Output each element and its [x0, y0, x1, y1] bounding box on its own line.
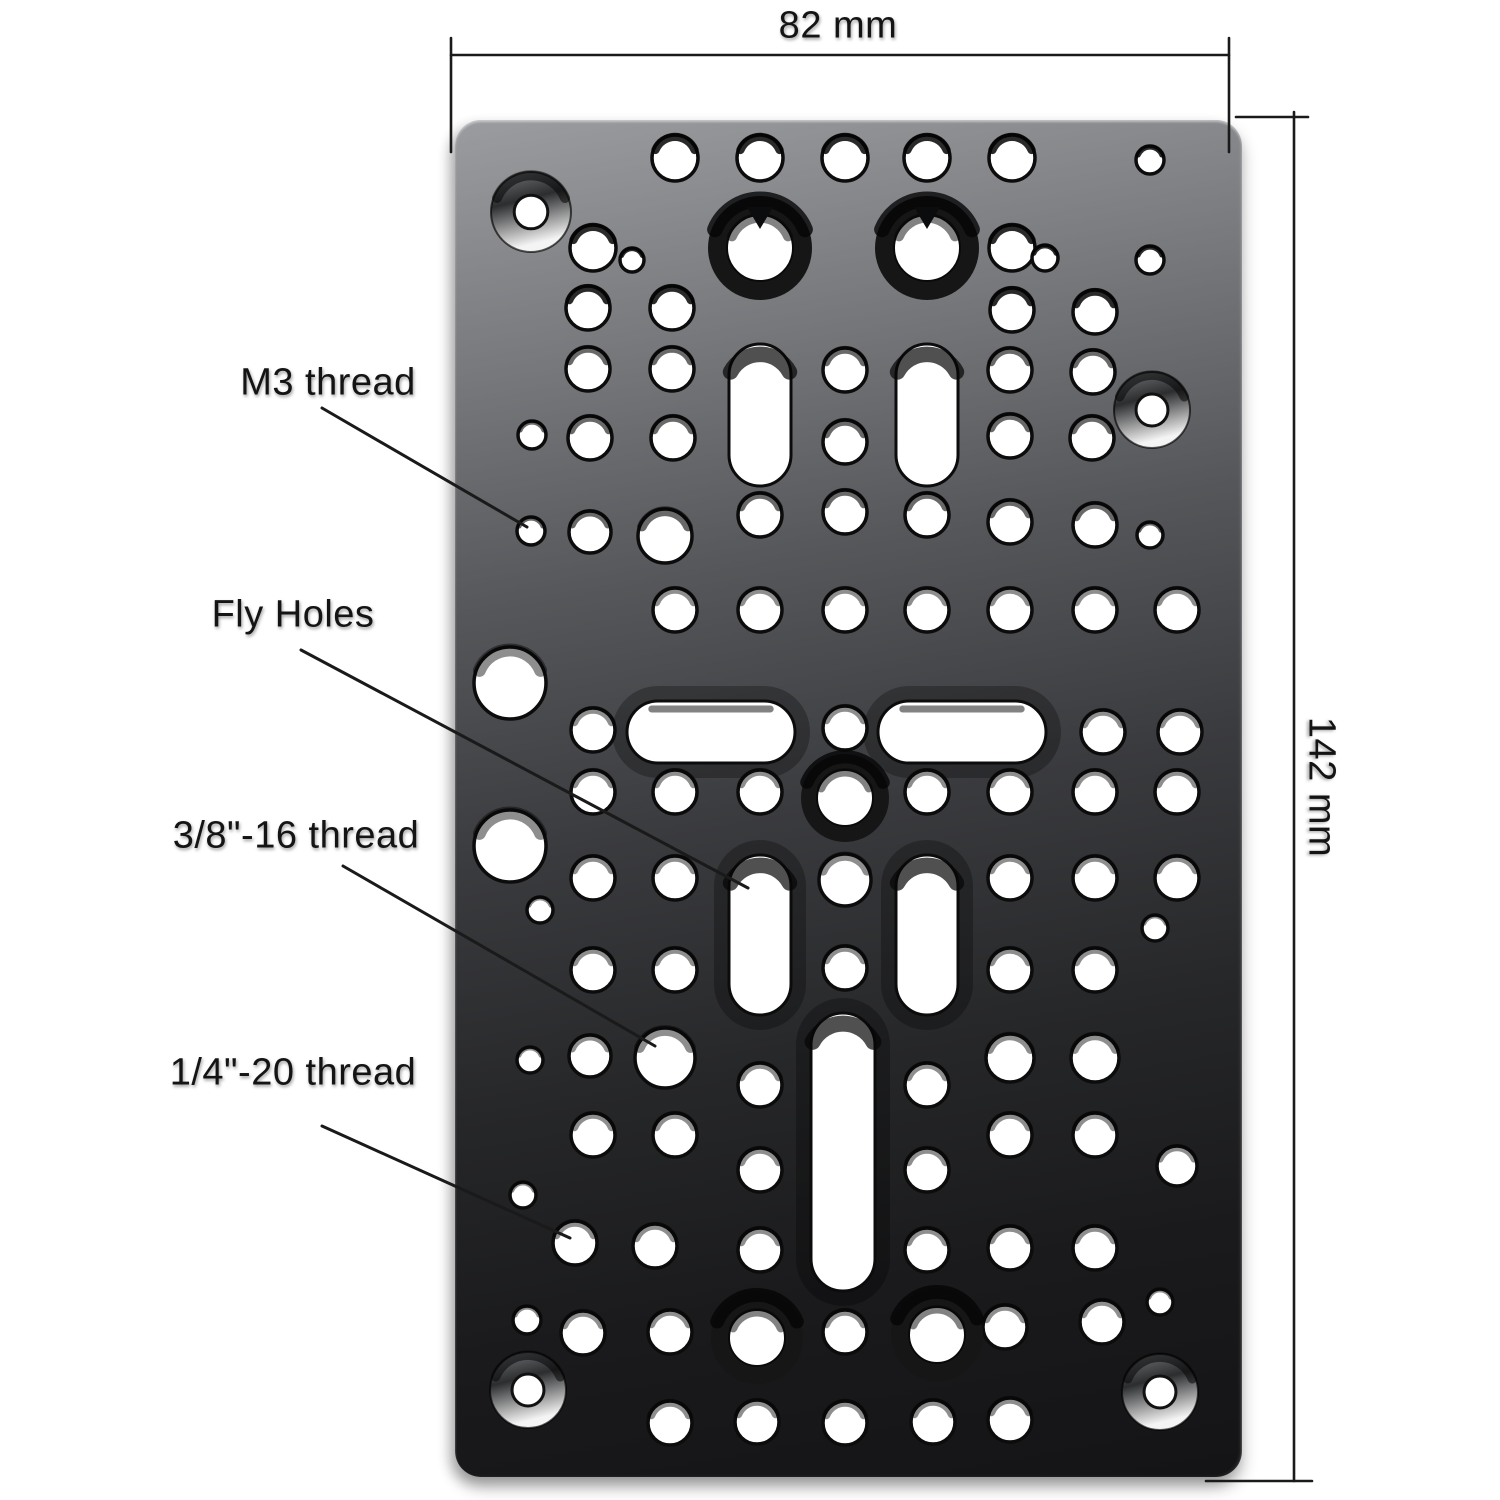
callout-label-fly-holes: Fly Holes [211, 593, 375, 636]
cheese-plate [455, 120, 1242, 1477]
callout-label-m3-thread: M3 thread [240, 361, 416, 404]
height-dimension-label: 142 mm [1300, 716, 1343, 858]
width-dimension-label: 82 mm [778, 4, 898, 47]
callout-label-3-8-thread: 3/8"-16 thread [172, 814, 420, 857]
plate-holes-svg [472, 132, 1204, 1447]
callout-label-1-4-thread: 1/4"-20 thread [169, 1051, 417, 1094]
